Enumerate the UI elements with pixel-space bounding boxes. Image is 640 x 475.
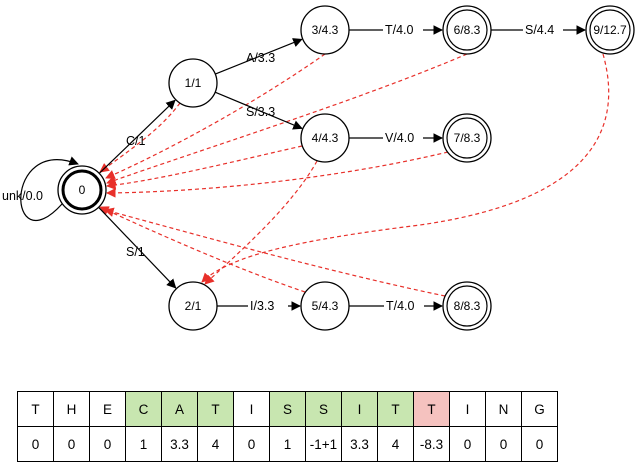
state-node-n0: 0 xyxy=(57,165,107,215)
state-node-n2: 2/1 xyxy=(168,281,218,331)
transition-edges xyxy=(20,25,586,311)
edge-label-bg xyxy=(523,22,563,38)
edge-n1-n4 xyxy=(214,91,303,130)
score-cell: -8.3 xyxy=(413,426,450,462)
state-node-n5: 5/4.3 xyxy=(300,281,350,331)
state-label-n5: 5/4.3 xyxy=(312,299,339,313)
failure-edge-n3-n0 xyxy=(105,53,326,179)
edge-n0-n1 xyxy=(98,99,176,174)
state-nodes: 0 1/1 2/1 3/4.3 4/4.3 5/4.3 6/8.3 7/8.3 8/8.3 9/1… xyxy=(57,5,635,331)
edge-label-bg xyxy=(384,298,424,314)
state-label-n6: 6/8.3 xyxy=(454,23,481,37)
score-cell: 4 xyxy=(377,426,414,462)
edge-label-n1-n4: S/3.3 xyxy=(246,105,275,119)
score-cell: 0 xyxy=(233,426,270,462)
edge-label-n6-n9: S/4.4 xyxy=(525,23,554,37)
edge-label-bg xyxy=(383,22,423,38)
state-label-n7: 7/8.3 xyxy=(454,131,481,145)
letter-cell: T xyxy=(413,391,450,427)
edge-label-bg xyxy=(248,298,288,314)
score-cell: 1 xyxy=(269,426,306,462)
score-cell: 0 xyxy=(485,426,522,462)
state-node-n9: 9/12.7 xyxy=(585,5,635,55)
failure-edge-n6-n0 xyxy=(106,53,468,185)
failure-edge-n4-n0 xyxy=(106,145,303,190)
letter-cell: I xyxy=(233,391,270,427)
edge-label-bg xyxy=(383,130,423,146)
state-node-n3: 3/4.3 xyxy=(300,5,350,55)
letter-cell: E xyxy=(89,391,126,427)
score-cell: 3.3 xyxy=(341,426,378,462)
letter-cell: T xyxy=(377,391,414,427)
score-cell: 0 xyxy=(17,426,54,462)
letter-cell: C xyxy=(125,391,162,427)
failure-edge-n5-n0 xyxy=(99,206,306,293)
state-node-n8: 8/8.3 xyxy=(442,281,492,331)
score-cell: -1+1 xyxy=(305,426,342,462)
state-node-n6: 6/8.3 xyxy=(442,5,492,55)
failure-edge-n4-n2 xyxy=(204,160,318,285)
edge-label-n3-n6: T/4.0 xyxy=(385,23,414,37)
edge-label-n0-n1: C/1 xyxy=(126,134,146,148)
score-cell: 0 xyxy=(89,426,126,462)
state-label-n9: 9/12.7 xyxy=(593,23,627,37)
score-cell: 3.3 xyxy=(161,426,198,462)
failure-edge-n9-n2 xyxy=(201,53,610,283)
failure-edge-n8-n0 xyxy=(104,207,446,297)
score-cell: 0 xyxy=(521,426,558,462)
score-cell: 1 xyxy=(125,426,162,462)
letter-cell: I xyxy=(449,391,486,427)
state-label-n8: 8/8.3 xyxy=(454,299,481,313)
state-node-n4: 4/4.3 xyxy=(300,113,350,163)
letter-cell: N xyxy=(485,391,522,427)
edge-n0-n0 xyxy=(20,156,79,221)
letter-cell: I xyxy=(341,391,378,427)
edge-label-n4-n7: V/4.0 xyxy=(385,131,414,145)
letter-cell: S xyxy=(305,391,342,427)
letter-cell: H xyxy=(53,391,90,427)
letter-cell: T xyxy=(17,391,54,427)
state-label-n3: 3/4.3 xyxy=(312,23,339,37)
state-node-n7: 7/8.3 xyxy=(442,113,492,163)
edge-label-n2-n5: I/3.3 xyxy=(250,299,274,313)
edge-n1-n3 xyxy=(215,38,303,75)
edge-n0-n2 xyxy=(98,206,177,289)
letter-cell: G xyxy=(521,391,558,427)
state-node-n1: 1/1 xyxy=(168,58,218,108)
failure-edge-n1-n0 xyxy=(99,102,181,173)
letter-cell: T xyxy=(197,391,234,427)
failure-edges xyxy=(99,53,610,297)
state-label-n4: 4/4.3 xyxy=(312,131,339,145)
edge-label-n0-n2: S/1 xyxy=(126,245,145,259)
edge-label-n1-n3: A/3.3 xyxy=(246,51,275,65)
score-cell: 0 xyxy=(449,426,486,462)
state-label-n2: 2/1 xyxy=(185,299,202,313)
letter-cell: A xyxy=(161,391,198,427)
edge-label-n5-n8: T/4.0 xyxy=(386,299,415,313)
score-cell: 4 xyxy=(197,426,234,462)
edge-label-n0-n0: unk/0.0 xyxy=(2,189,43,203)
failure-edge-n7-n0 xyxy=(106,151,449,198)
state-label-n1: 1/1 xyxy=(185,76,202,90)
letter-cell: S xyxy=(269,391,306,427)
state-label-n0: 0 xyxy=(79,183,86,197)
score-cell: 0 xyxy=(53,426,90,462)
automaton-diagram: 0 1/1 2/1 3/4.3 4/4.3 5/4.3 6/8.3 7/8.3 8/8.3 9/1… xyxy=(2,5,635,331)
